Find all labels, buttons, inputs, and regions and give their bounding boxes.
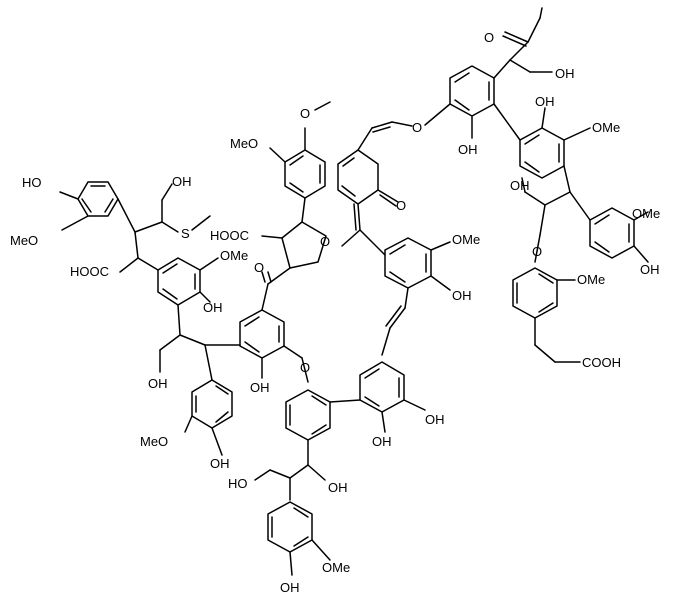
oh-thio-top-label: OH: [172, 174, 192, 189]
meo-top-center-label: MeO: [230, 136, 258, 151]
ring-d: [239, 283, 303, 379]
left-lower-chain: [159, 334, 241, 381]
ring-h: [384, 237, 451, 309]
thf-ring: [261, 197, 327, 285]
oh-right-chain-label: OH: [510, 178, 530, 193]
o-vinyl-ether-label: O: [412, 120, 422, 135]
ring-g: [267, 501, 331, 576]
ome-top-right-label: OMe: [592, 120, 620, 135]
oh-ring5-a-label: OH: [425, 412, 445, 427]
oh-far-right-label: OH: [640, 262, 660, 277]
ring-k: [519, 107, 591, 193]
vinyl-link: [381, 305, 406, 356]
o-dienone-label: O: [396, 198, 406, 213]
meo-lower-left-label: MeO: [140, 434, 168, 449]
bottom-chain: [254, 464, 326, 501]
ring-e: [269, 101, 331, 199]
hooc-left-label: HOOC: [70, 264, 109, 279]
ring-b: [157, 257, 219, 336]
right-chain: [521, 177, 591, 263]
ome-right-lower-label: OMe: [577, 272, 605, 287]
ome-bottom-label: OMe: [322, 560, 350, 575]
o-thf-label: O: [320, 234, 330, 249]
ome-left-ring-label: OMe: [220, 248, 248, 263]
oh-ring-top-right-label: OH: [458, 142, 478, 157]
oh-lower-left-label: OH: [210, 456, 230, 471]
o-ether-center-label: O: [300, 360, 310, 375]
o-ketone-top-label: O: [484, 30, 494, 45]
ho-top-left-label: HO: [22, 175, 42, 190]
oh-right-center-label: OH: [452, 288, 472, 303]
ring-l: [589, 207, 649, 263]
ho-bottom-chain-label: HO: [228, 476, 248, 491]
o-ether-right-label: O: [532, 244, 542, 259]
oh-bottom-label: OH: [280, 580, 300, 595]
ring-i: [359, 361, 426, 433]
o-methoxy-top-center-label: O: [300, 106, 310, 121]
oh-left-ring-label: OH: [203, 300, 223, 315]
o-ketone-center-label: O: [254, 260, 264, 275]
oh-chain-left-label: OH: [148, 376, 168, 391]
hooc-center-label: HOOC: [210, 228, 249, 243]
ome-right-center-label: OMe: [452, 232, 480, 247]
ring-c: [184, 379, 233, 456]
oh-center-ring-label: OH: [250, 380, 270, 395]
oh-ring5-b-label: OH: [372, 434, 392, 449]
ring-j: [424, 7, 553, 141]
ring-m: [512, 267, 581, 363]
ring-a: [59, 181, 136, 233]
oh-bottom-chain-label: OH: [328, 480, 348, 495]
oh-catechol-top-label: OH: [535, 94, 555, 109]
thio-chain: [119, 183, 211, 273]
vinyl-dienone: [337, 121, 413, 256]
ome-far-right-label: OMe: [632, 206, 660, 221]
meo-top-left-label: MeO: [10, 233, 38, 248]
ring-f: [285, 357, 361, 466]
s-thio-label: S: [181, 226, 190, 241]
oh-top-right-label: OH: [555, 66, 575, 81]
cooh-right-label: COOH: [582, 355, 621, 370]
